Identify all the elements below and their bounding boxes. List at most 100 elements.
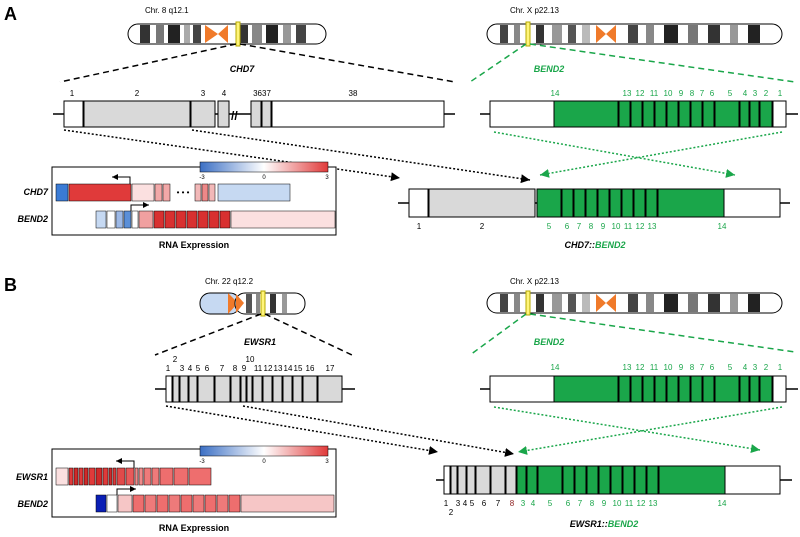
fusion-b-exon-5: 5: [470, 499, 475, 508]
heat-row-chd7: CHD7: [23, 187, 48, 197]
zoom-line-chd7-right: [239, 43, 456, 83]
bend2b-exon-2: 2: [764, 363, 769, 372]
ewsr1-exon-8: 8: [233, 364, 238, 373]
scale-b-min: -3: [199, 459, 205, 465]
chd7-exon-3: 3: [201, 89, 206, 98]
heat-title-a: RNA Expression: [159, 240, 229, 250]
bend2a-exon-13: 13: [623, 89, 632, 98]
fusion-b-exon-g5: 5: [548, 499, 553, 508]
panel-letter-b: B: [4, 275, 17, 295]
fusion-a-exon-5: 5: [547, 222, 552, 231]
bend2a-exon-11: 11: [650, 89, 659, 98]
bend2a-exon-5: 5: [728, 89, 733, 98]
ewsr1-exon-14: 14: [284, 364, 293, 373]
chd7-exon-4: 4: [222, 89, 227, 98]
bend2a-exon-3: 3: [753, 89, 758, 98]
fusion-model-a: [398, 188, 790, 218]
fusion-b-exon-4: 4: [463, 499, 468, 508]
gene-break-mark: //: [231, 109, 238, 123]
bend2b-exon-3: 3: [753, 363, 758, 372]
chrx-label-a: Chr. X p22.13: [510, 6, 559, 15]
zoom-line-chd7-left: [59, 43, 237, 83]
bend2-gene-model-b: [480, 375, 798, 403]
chr8-label: Chr. 8 q12.1: [145, 6, 189, 15]
fusion-b-exon-7: 7: [496, 499, 501, 508]
gene-title-chd7: CHD7: [230, 64, 255, 74]
fusion-b-exon-g4: 4: [531, 499, 536, 508]
fusion-a-exon-6: 6: [565, 222, 570, 231]
ewsr1-exon-17: 17: [326, 364, 335, 373]
ewsr1-exon-10: 10: [246, 355, 255, 364]
chr22-ideogram: [199, 290, 306, 317]
ewsr1-exon-2: 2: [173, 355, 178, 364]
fusion-a-exon-8: 8: [589, 222, 594, 231]
fusion-a-exon-7: 7: [577, 222, 582, 231]
scale-b-mid: 0: [262, 459, 266, 465]
fusion-b-exon-g10: 10: [613, 499, 622, 508]
zoom-line-bend2-right: [529, 43, 796, 83]
bend2a-exon-7: 7: [700, 89, 705, 98]
bend2a-exon-4: 4: [743, 89, 748, 98]
scale-a-min: -3: [199, 175, 205, 181]
ewsr1-exon-16: 16: [306, 364, 315, 373]
scale-a-max: 3: [325, 175, 329, 181]
ewsr1-exon-12: 12: [264, 364, 273, 373]
bend2b-exon-4: 4: [743, 363, 748, 372]
ewsr1-arrow-start: [165, 405, 439, 455]
gene-title-bend2-b: BEND2: [534, 337, 565, 347]
fusion-a-exon-14: 14: [718, 222, 727, 231]
fusion-b-exon-6: 6: [482, 499, 487, 508]
chrx-ideogram-b: [486, 290, 783, 316]
fusion-model-b: [436, 465, 792, 495]
gene-title-ewsr1: EWSR1: [244, 337, 276, 347]
chrx-label-b: Chr. X p22.13: [510, 277, 559, 286]
bend2b-exon-9: 9: [679, 363, 684, 372]
bend2b-exon-1: 1: [778, 363, 783, 372]
bend2a-exon-9: 9: [679, 89, 684, 98]
zoom-line-ewsr1-right: [264, 313, 353, 356]
heat-row-bend2-a: BEND2: [17, 214, 48, 224]
chd7-exon-2: 2: [135, 89, 140, 98]
bend2a-arrow-to-right: [493, 131, 736, 178]
ewsr1-exon-1: 1: [166, 364, 171, 373]
fusion-b-exon-3: 3: [456, 499, 461, 508]
ewsr1-exon-13: 13: [274, 364, 283, 373]
fusion-name-b: EWSR1::BEND2: [570, 519, 639, 529]
bend2a-exon-6: 6: [710, 89, 715, 98]
fusion-b-exon-2: 2: [449, 508, 454, 517]
fusion-b-exon-g6: 6: [566, 499, 571, 508]
chr22-label: Chr. 22 q12.2: [205, 277, 254, 286]
ewsr1-exon-11: 11: [254, 364, 263, 373]
fusion-a-exon-11: 11: [624, 222, 633, 231]
panel-letter-a: A: [4, 4, 17, 24]
fusion-b-exon-8: 8: [510, 499, 515, 508]
ewsr1-exon-5: 5: [196, 364, 201, 373]
bend2b-exon-14: 14: [551, 363, 560, 372]
zoom-line-bend2b-right: [529, 313, 796, 353]
fusion-a-exon-10: 10: [612, 222, 621, 231]
bend2b-exon-7: 7: [700, 363, 705, 372]
bend2-gene-model-a: [480, 100, 798, 128]
gene-title-bend2-a: BEND2: [534, 64, 565, 74]
fusion-a-exon-1: 1: [417, 222, 422, 231]
fusion-b-exon-g14: 14: [718, 499, 727, 508]
scale-bar-a: [199, 161, 329, 173]
scale-b-max: 3: [325, 459, 329, 465]
bend2b-exon-10: 10: [664, 363, 673, 372]
fusion-a-exon-9: 9: [601, 222, 606, 231]
bend2b-exon-13: 13: [623, 363, 632, 372]
bend2a-exon-2: 2: [764, 89, 769, 98]
chd7-arrow-start: [63, 129, 401, 182]
bend2b-exon-11: 11: [650, 363, 659, 372]
chd7-arrow-break: [191, 129, 531, 184]
heat-title-b: RNA Expression: [159, 523, 229, 533]
breakpoint-arrow-chd7: [112, 174, 131, 184]
heat-row-ewsr1: EWSR1: [16, 472, 48, 482]
fusion-name-a: CHD7::BEND2: [564, 240, 625, 250]
heat-ellipsis: • • •: [177, 188, 190, 197]
bend2b-exon-8: 8: [690, 363, 695, 372]
fusion-b-exon-g11: 11: [625, 499, 634, 508]
bend2b-exon-5: 5: [728, 363, 733, 372]
scale-bar-b: [199, 445, 329, 457]
